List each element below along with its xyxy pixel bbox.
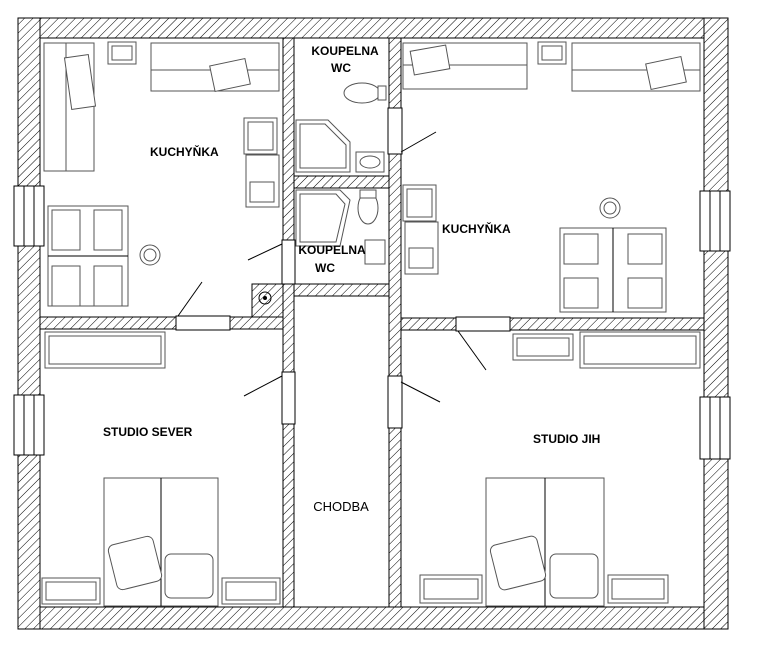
doors <box>175 107 511 429</box>
drain-nw <box>258 291 272 305</box>
walls <box>17 17 729 630</box>
window-east-upper <box>699 190 731 252</box>
label-studio-south: STUDIO JIH <box>533 432 600 446</box>
door-studio-north <box>281 371 296 425</box>
label-kitchen-ne: KUCHYŇKA <box>442 221 511 236</box>
door-studio-south <box>387 375 403 429</box>
studio-south-furniture <box>419 331 701 607</box>
outer-wall-top <box>17 17 729 39</box>
windows <box>13 185 731 460</box>
column <box>251 283 284 318</box>
label-bath-center-1: KOUPELNA <box>298 243 366 257</box>
label-bath-north-1: KOUPELNA <box>311 44 379 58</box>
inner-wall-left-vertical <box>282 37 295 608</box>
label-kitchen-nw: KUCHYŇKA <box>150 144 219 159</box>
label-bath-center-2: WC <box>315 261 335 275</box>
nw-kitchen-furniture <box>43 41 280 307</box>
outer-wall-bottom <box>17 606 729 630</box>
room-labels: KUCHYŇKA KOUPELNA WC KOUPELNA WC KUCHYŇK… <box>103 44 600 514</box>
label-bath-north-2: WC <box>331 61 351 75</box>
door-bath-center <box>281 239 296 285</box>
north-bath-fixtures <box>295 82 387 173</box>
corridor-top-wall <box>293 283 390 297</box>
studio-north-furniture <box>41 331 281 607</box>
center-bath-fixtures <box>295 189 386 265</box>
label-corridor: CHODBA <box>313 499 369 514</box>
toilet-north <box>343 82 381 104</box>
bathroom-divider-wall <box>293 175 390 189</box>
sink-center <box>364 239 386 265</box>
ne-kitchen-furniture <box>402 41 701 313</box>
outer-wall-left <box>17 17 41 630</box>
inner-wall-right-horizontal <box>400 317 705 331</box>
window-east-lower <box>699 396 731 460</box>
door-bath-north <box>387 107 403 155</box>
window-west-lower <box>13 394 45 456</box>
outer-wall-right <box>703 17 729 630</box>
window-west-upper <box>13 185 45 247</box>
door-ne-kitchen <box>455 316 511 332</box>
label-studio-north: STUDIO SEVER <box>103 425 193 439</box>
door-nw-kitchen <box>175 315 231 331</box>
inner-wall-left-horizontal <box>39 316 284 330</box>
